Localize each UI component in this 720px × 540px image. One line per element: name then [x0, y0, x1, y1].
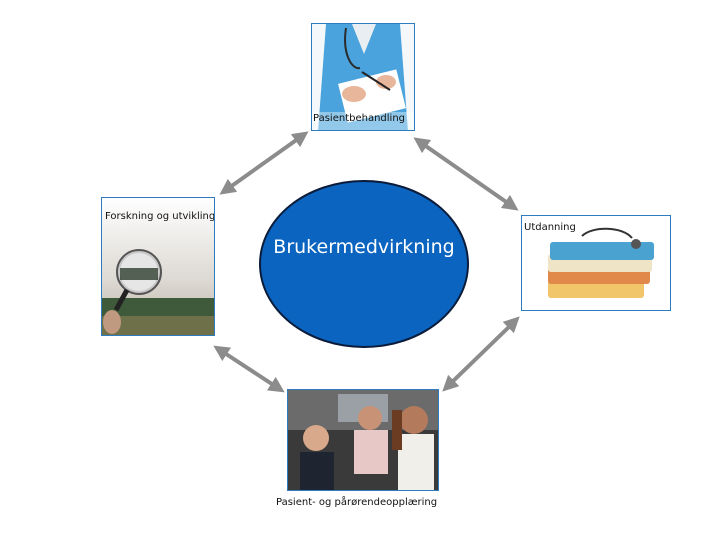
node-pasientbehandling: Pasientbehandling: [311, 23, 415, 131]
node-utdanning: Utdanning: [521, 215, 671, 311]
label-forskning: Forskning og utvikling: [105, 211, 215, 222]
label-pasientbehandling: Pasientbehandling: [313, 113, 406, 124]
arrow-bottom-right: [442, 316, 520, 392]
arrow-top-left: [219, 131, 309, 195]
label-utdanning: Utdanning: [524, 222, 576, 233]
node-opplaering: [287, 389, 439, 491]
people-image: [288, 390, 438, 490]
arrow-top-right: [413, 137, 519, 211]
arrow-bottom-left: [213, 345, 285, 393]
center-ellipse: [259, 180, 469, 348]
books-stethoscope-image: [522, 216, 670, 310]
label-opplaering: Pasient- og pårørendeopplæring: [276, 497, 438, 508]
nurse-image: [312, 24, 414, 130]
node-forskning: Forskning og utvikling: [101, 197, 215, 336]
center-label: Brukermedvirkning: [273, 236, 455, 258]
magnifying-glass-image: [102, 198, 214, 335]
